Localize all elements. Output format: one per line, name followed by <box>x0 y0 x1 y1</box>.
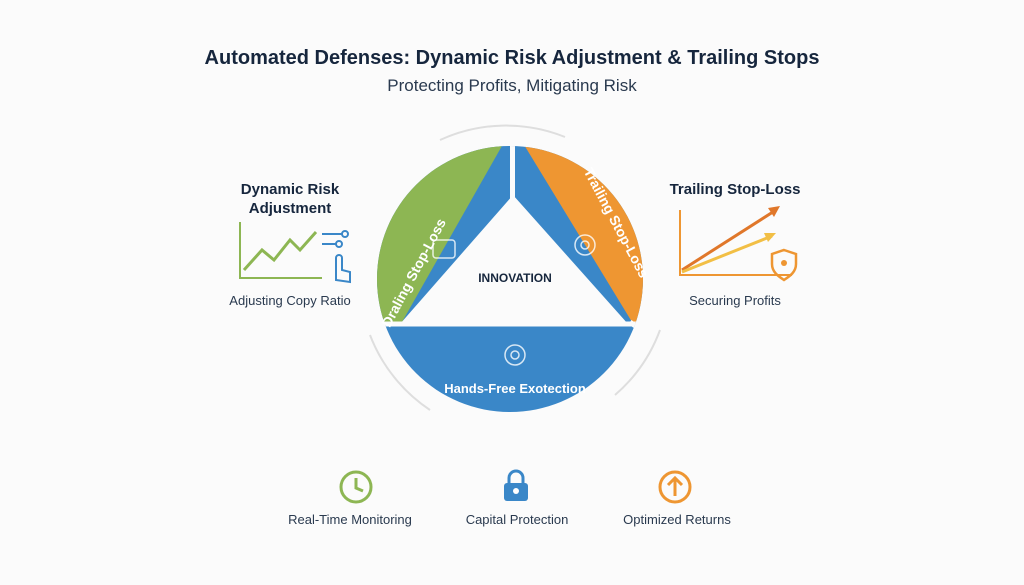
left-title: Dynamic Risk Adjustment <box>200 180 380 218</box>
cycle-arrows <box>369 124 661 411</box>
lock-icon <box>504 469 528 501</box>
left-title-line1: Dynamic Risk <box>240 181 340 198</box>
bottom-label-protection: Capital Protection <box>465 512 569 527</box>
page-title: Automated Defenses: Dynamic Risk Adjustm… <box>204 47 820 69</box>
bottom-label-monitoring: Real-Time Monitoring <box>288 512 412 527</box>
center-label: INNOVATION <box>478 271 552 285</box>
right-title: Trailing Stop-Loss <box>669 181 801 198</box>
rising-chart-icon <box>239 222 351 284</box>
left-title-line2: Adjustment <box>248 200 332 217</box>
gear-icon <box>574 234 596 256</box>
right-caption: Securing Profits <box>689 293 781 308</box>
circuit-icon <box>432 239 456 259</box>
bottom-label-returns: Optimized Returns <box>623 512 731 527</box>
gear-icon <box>504 344 526 366</box>
left-caption: Adjusting Copy Ratio <box>229 293 351 308</box>
page-subtitle: Protecting Profits, Mitigating Risk <box>387 76 637 95</box>
clock-icon <box>339 470 373 504</box>
shield-icon <box>770 248 798 282</box>
arrow-up-circle-icon <box>658 470 692 504</box>
trailing-stop-chart-icon <box>679 206 798 282</box>
blue-label: Hands-Free Exotection <box>444 381 586 396</box>
